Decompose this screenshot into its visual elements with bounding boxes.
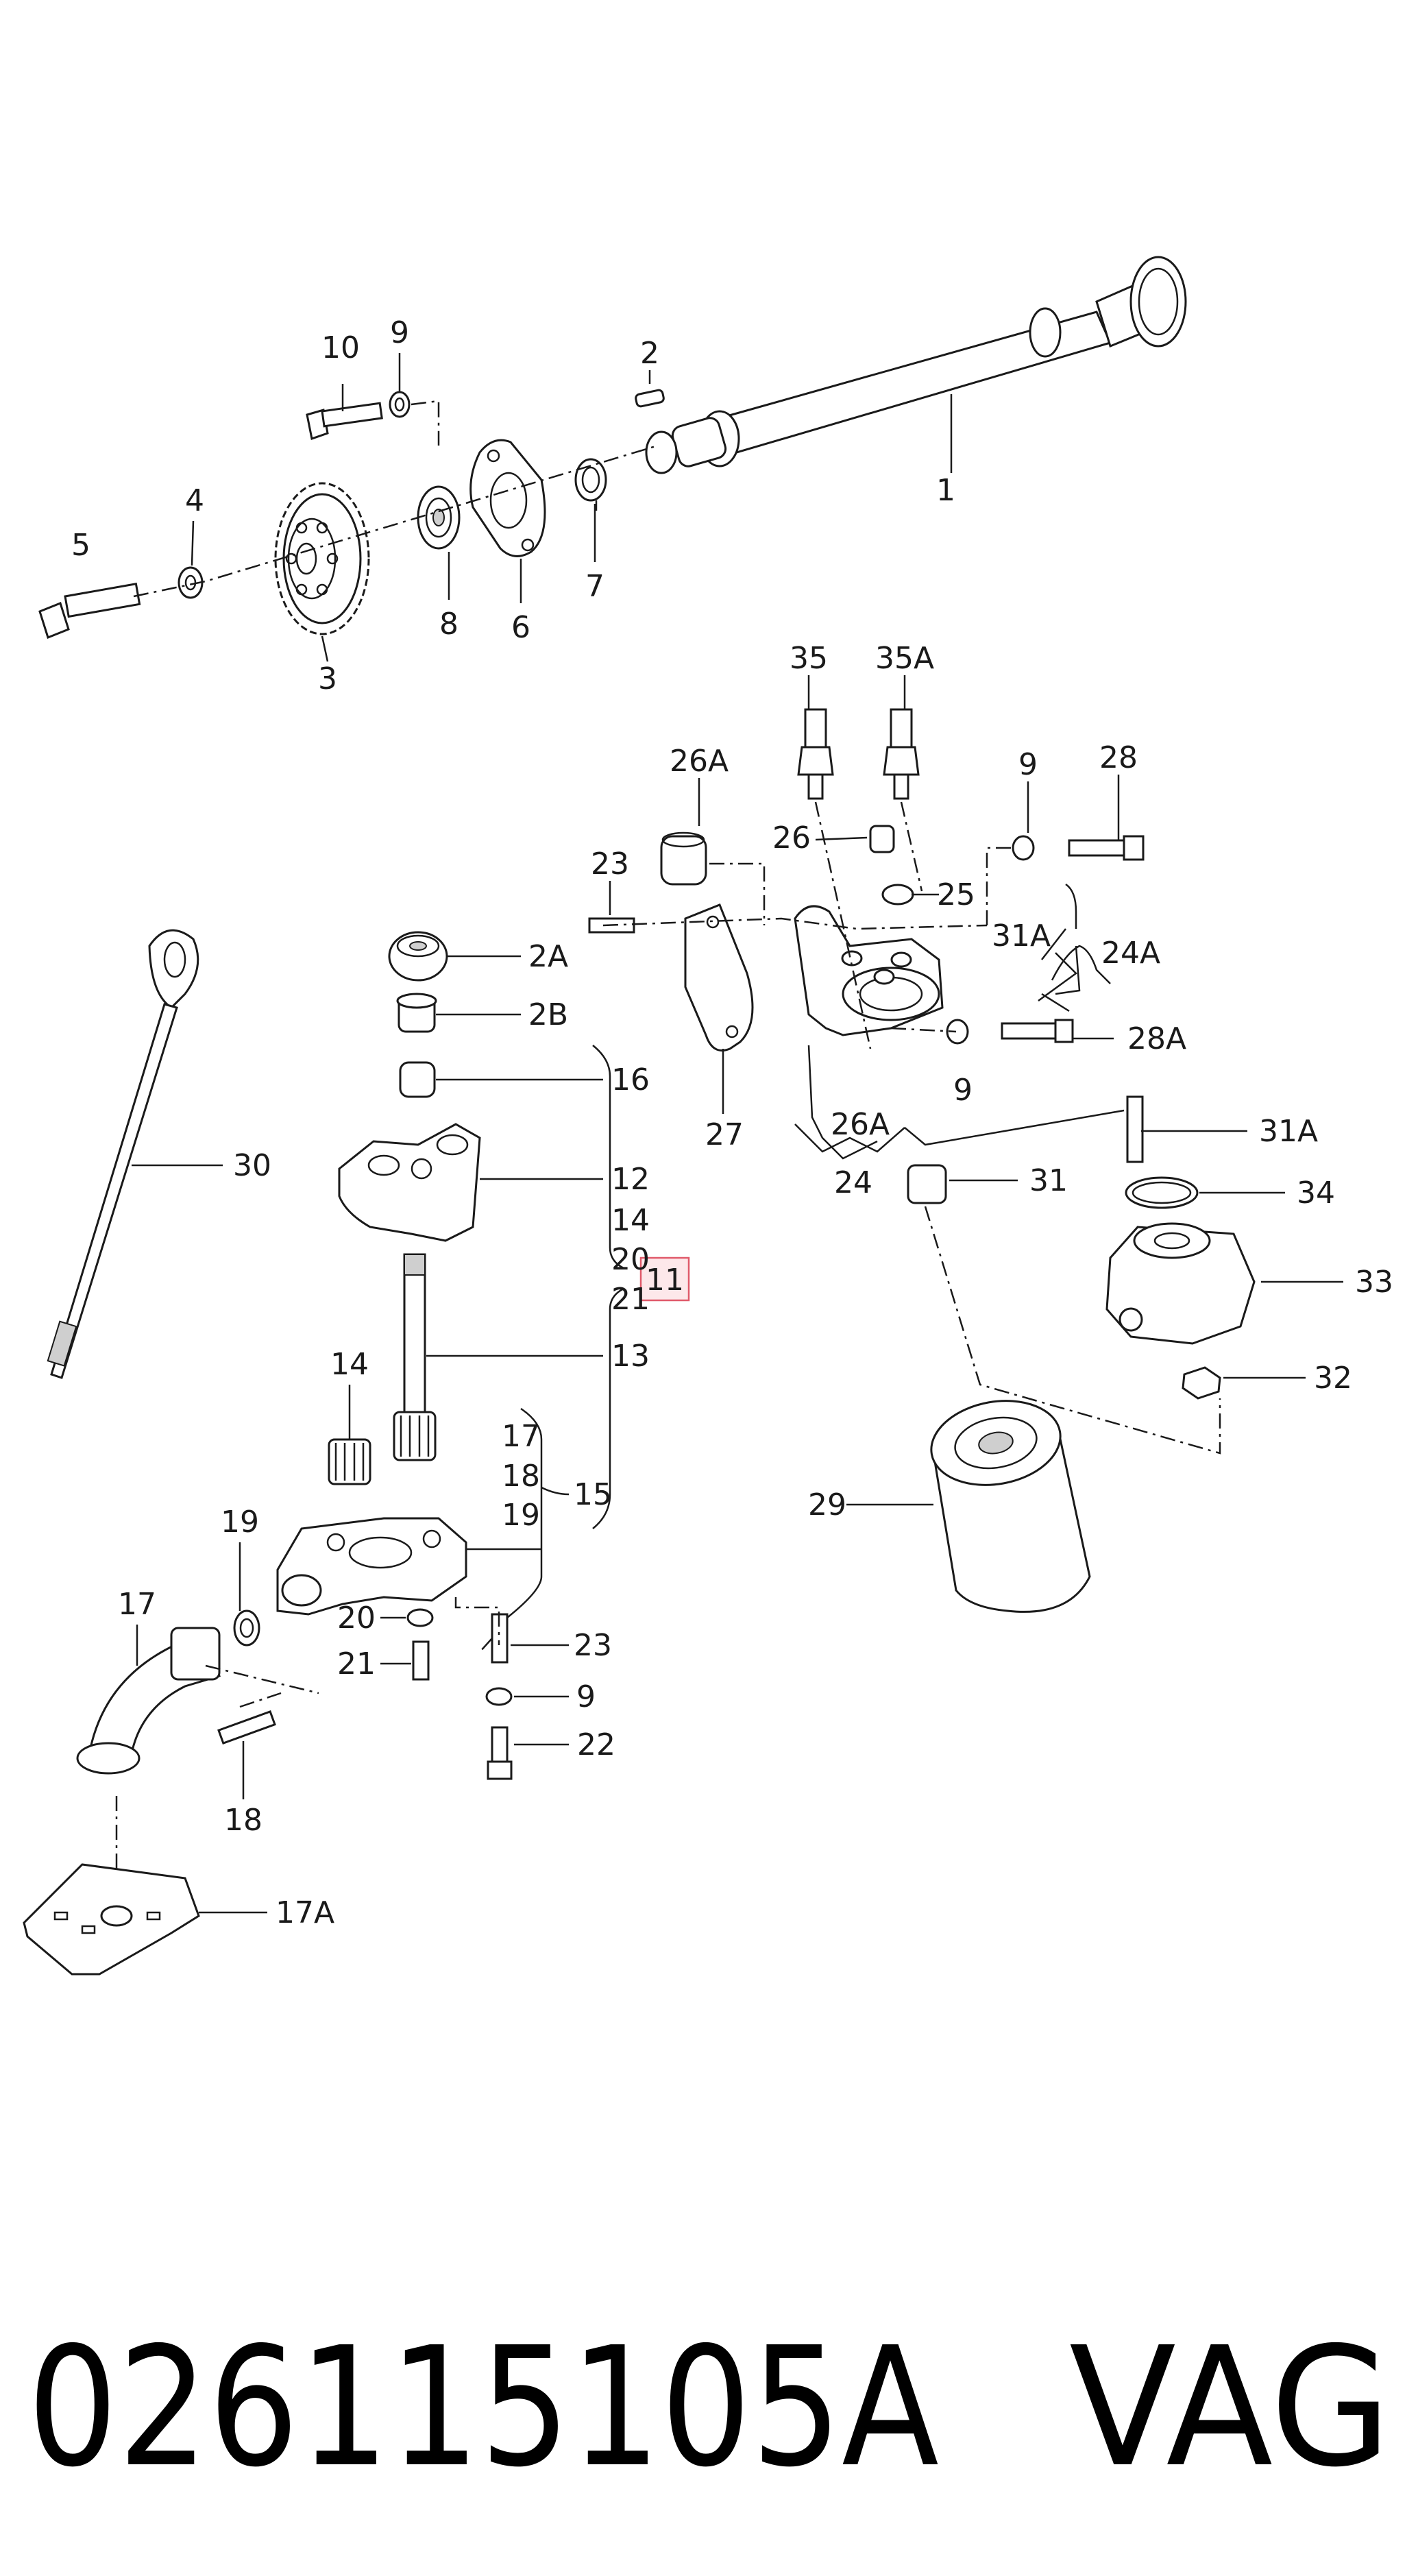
callout-27: 27 [705, 1117, 744, 1152]
callout-labels: 1 2 3 4 5 6 7 8 9 10 35 35A 26A 9 28 23 … [71, 315, 1393, 1930]
callout-12: 12 [611, 1162, 650, 1197]
oil-pump-cover [338, 1123, 481, 1242]
callout-34: 34 [1297, 1176, 1335, 1211]
pump-sleeve [399, 1061, 436, 1098]
bracket-bolt [1068, 839, 1132, 857]
pump-shaft [393, 1253, 437, 1461]
callout-17-b: 17 [118, 1587, 156, 1622]
callout-13: 13 [611, 1339, 650, 1374]
callout-5: 5 [71, 528, 90, 563]
callout-15: 15 [574, 1477, 612, 1512]
pump-bushing [396, 993, 437, 1033]
callout-22: 22 [577, 1727, 615, 1762]
callout-32: 32 [1314, 1361, 1352, 1396]
callout-28: 28 [1099, 740, 1138, 775]
filter-nut [907, 1164, 947, 1204]
callout-23-b: 23 [574, 1628, 612, 1663]
callout-11: 11 [646, 1263, 684, 1298]
callout-33: 33 [1355, 1265, 1393, 1300]
seal-ring [881, 884, 914, 906]
callout-10: 10 [321, 330, 360, 365]
cooler-stud [1126, 1095, 1144, 1163]
callout-31a-a: 31A [992, 919, 1051, 953]
part-number: 026115105A [27, 2311, 939, 2503]
oil-pump-housing [276, 1517, 467, 1616]
highlight-box [639, 1256, 690, 1302]
gasket-ring [574, 458, 607, 502]
bracket-bolt-a [1001, 1022, 1062, 1040]
oil-strainer [23, 1863, 200, 1976]
callout-31a-b: 31A [1259, 1114, 1318, 1149]
dipstick [47, 929, 199, 1379]
callout-20-a: 20 [611, 1242, 650, 1277]
callout-19-a: 19 [502, 1498, 540, 1533]
callout-14-b: 14 [330, 1347, 369, 1382]
pump-drive-gear [388, 931, 448, 982]
callout-35: 35 [790, 641, 828, 676]
callout-29: 29 [808, 1487, 846, 1522]
callout-24: 24 [834, 1165, 872, 1200]
callout-17a: 17A [276, 1895, 334, 1930]
bolt [306, 391, 411, 440]
callout-26a-top: 26A [670, 744, 729, 779]
plug [660, 831, 707, 886]
callout-30: 30 [233, 1148, 271, 1183]
callout-2b: 2B [528, 997, 568, 1032]
plug-small [869, 825, 895, 853]
callout-21-a: 21 [611, 1282, 650, 1317]
callout-9-d: 9 [576, 1679, 596, 1714]
callout-18-b: 18 [224, 1803, 262, 1838]
oil-pump-group [23, 929, 624, 1976]
intermediate-shaft [645, 256, 1187, 474]
callout-21-b: 21 [337, 1647, 376, 1681]
callout-8: 8 [439, 607, 459, 642]
callout-4: 4 [185, 483, 204, 518]
bracket-gasket [684, 903, 754, 1052]
callout-2a: 2A [528, 939, 568, 974]
sprocket-gear [274, 482, 370, 635]
pickup-bolt [217, 1710, 276, 1745]
pump-bolt-short [412, 1640, 430, 1681]
callout-23-a: 23 [591, 847, 629, 882]
callout-3: 3 [318, 661, 337, 696]
pump-gear [328, 1438, 371, 1485]
oil-cooler [1105, 1222, 1256, 1345]
brand-name: VAG [1069, 2311, 1391, 2503]
callout-25: 25 [937, 877, 975, 912]
callout-20-b: 20 [337, 1601, 376, 1636]
callout-31: 31 [1029, 1163, 1068, 1198]
callout-14-a: 14 [611, 1203, 650, 1238]
bearing [417, 485, 461, 550]
callout-19-b: 19 [221, 1505, 259, 1540]
callout-7: 7 [585, 569, 604, 604]
callout-9-b: 9 [1018, 747, 1038, 782]
callout-16: 16 [611, 1062, 650, 1097]
callout-1: 1 [936, 473, 955, 508]
callout-9-c: 9 [953, 1073, 973, 1108]
intermediate-shaft-group [38, 256, 1187, 662]
cooler-nut [1182, 1366, 1221, 1400]
oil-pickup-tube [76, 1627, 221, 1775]
gasket [233, 1609, 260, 1647]
callout-26a-b: 26A [831, 1107, 890, 1142]
oil-filter [930, 1400, 1091, 1613]
gear-bolt [38, 583, 141, 639]
callout-24a: 24A [1101, 936, 1160, 971]
callout-18-a: 18 [502, 1459, 540, 1494]
callout-28a: 28A [1127, 1021, 1186, 1056]
callout-17-a: 17 [502, 1419, 540, 1454]
flange [469, 439, 546, 557]
pump-bolt-long [491, 1726, 509, 1766]
oil-filter-bracket-group [588, 675, 1343, 1613]
filter-bracket [794, 905, 944, 1036]
callout-35a: 35A [875, 641, 934, 676]
callout-9: 9 [390, 315, 409, 350]
callout-26: 26 [772, 821, 811, 855]
woodruff-key [635, 389, 665, 408]
callout-2: 2 [640, 336, 659, 371]
oil-pressure-switch-a [883, 708, 920, 800]
callout-6: 6 [511, 610, 530, 645]
oil-pressure-switch [797, 708, 834, 800]
